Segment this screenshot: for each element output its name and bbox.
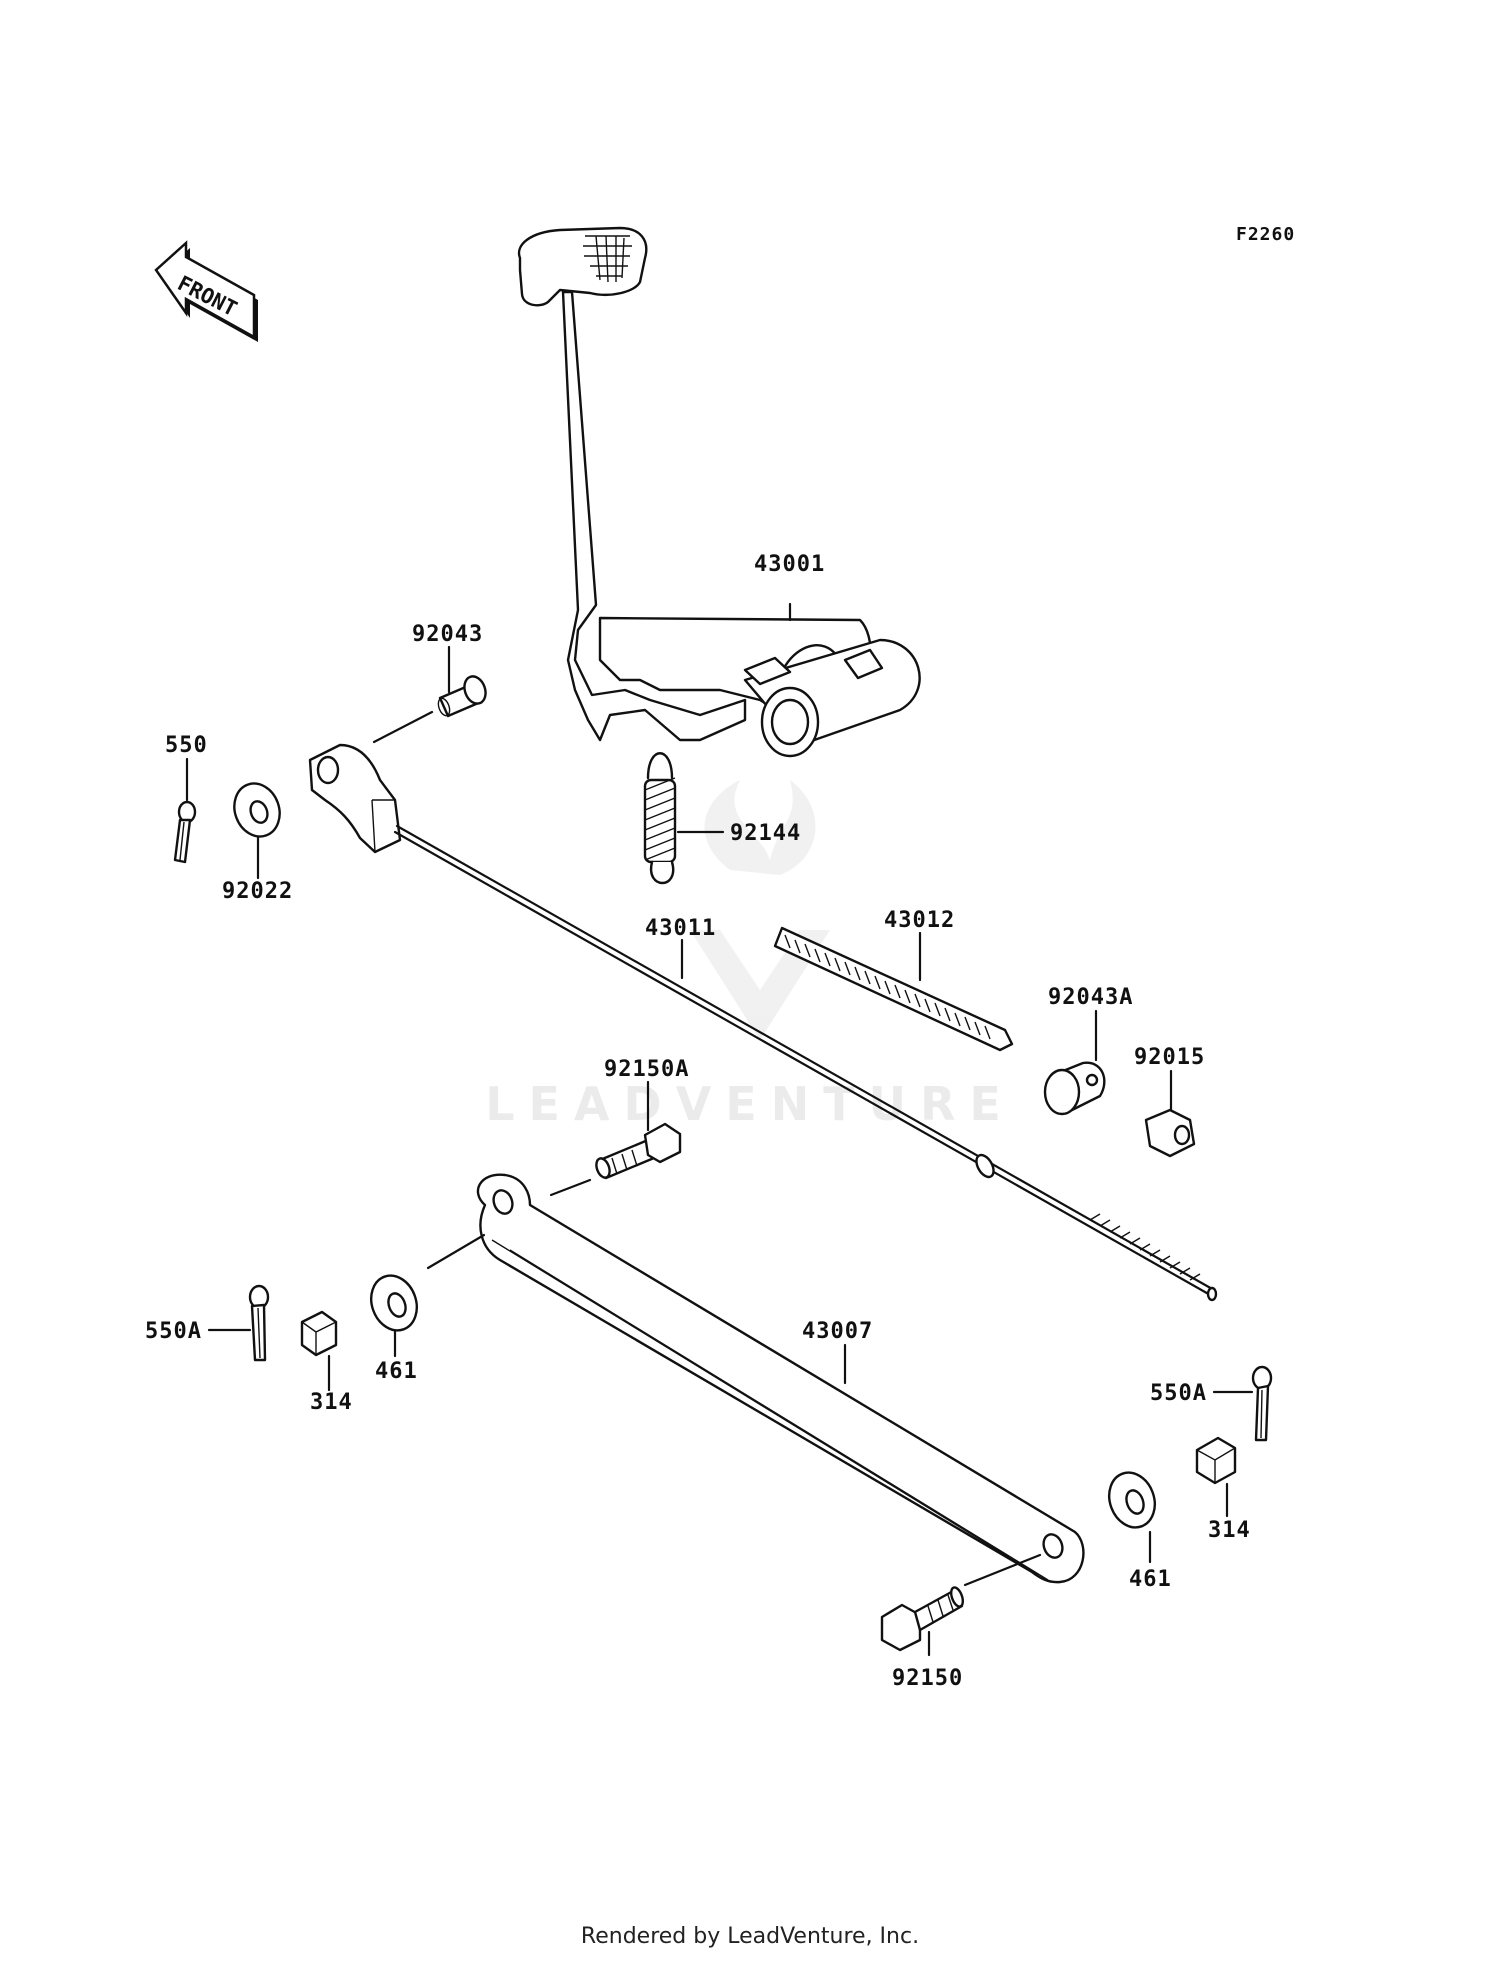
nut-314-left[interactable]: [300, 1310, 338, 1357]
part-label-314-right[interactable]: 314: [1208, 1518, 1251, 1543]
spring-43012[interactable]: [773, 926, 1014, 1052]
bolt-92150[interactable]: [880, 1586, 965, 1652]
washer-461-left[interactable]: [364, 1269, 424, 1337]
part-label-92043[interactable]: 92043: [412, 622, 483, 647]
part-label-43007[interactable]: 43007: [802, 1319, 873, 1344]
part-label-550A-right[interactable]: 550A: [1150, 1381, 1207, 1406]
washer-92022[interactable]: [227, 777, 287, 843]
return-spring-92144[interactable]: [643, 752, 677, 885]
footer-credit: Rendered by LeadVenture, Inc.: [580, 1924, 920, 1949]
part-label-550[interactable]: 550: [165, 733, 208, 758]
part-label-92150[interactable]: 92150: [892, 1666, 963, 1691]
part-label-92043A[interactable]: 92043A: [1048, 985, 1133, 1010]
cotter-pin-550[interactable]: [173, 800, 197, 864]
part-label-461-left[interactable]: 461: [375, 1359, 418, 1384]
bolt-92150A[interactable]: [594, 1122, 682, 1180]
watermark-text: LEADVENTURE: [485, 1077, 1015, 1131]
part-label-550A-left[interactable]: 550A: [145, 1319, 202, 1344]
brake-rod-43011[interactable]: [308, 743, 1218, 1302]
brake-pedal-43001[interactable]: [517, 226, 921, 758]
figure-code: F2260: [1236, 224, 1295, 245]
part-label-92150A[interactable]: 92150A: [604, 1057, 689, 1082]
joint-92043A[interactable]: [1043, 1061, 1106, 1116]
washer-461-right[interactable]: [1102, 1466, 1162, 1534]
part-label-92144[interactable]: 92144: [730, 821, 801, 846]
clevis-pin-92043[interactable]: [436, 673, 489, 718]
part-label-461-right[interactable]: 461: [1129, 1567, 1172, 1592]
front-arrow-icon: FRONT: [154, 240, 258, 342]
nut-92015[interactable]: [1144, 1108, 1196, 1158]
part-label-43001[interactable]: 43001: [754, 552, 825, 577]
part-label-92015[interactable]: 92015: [1134, 1045, 1205, 1070]
part-label-43012[interactable]: 43012: [884, 908, 955, 933]
nut-314-right[interactable]: [1195, 1436, 1237, 1485]
part-label-43011[interactable]: 43011: [645, 916, 716, 941]
cotter-pin-550A-left[interactable]: [248, 1284, 270, 1362]
cotter-pin-550A-right[interactable]: [1251, 1365, 1273, 1442]
watermark: LEADVENTURE: [485, 780, 1015, 1131]
link-bar-43007[interactable]: [476, 1173, 1085, 1584]
part-label-92022[interactable]: 92022: [222, 879, 293, 904]
part-label-314-left[interactable]: 314: [310, 1390, 353, 1415]
